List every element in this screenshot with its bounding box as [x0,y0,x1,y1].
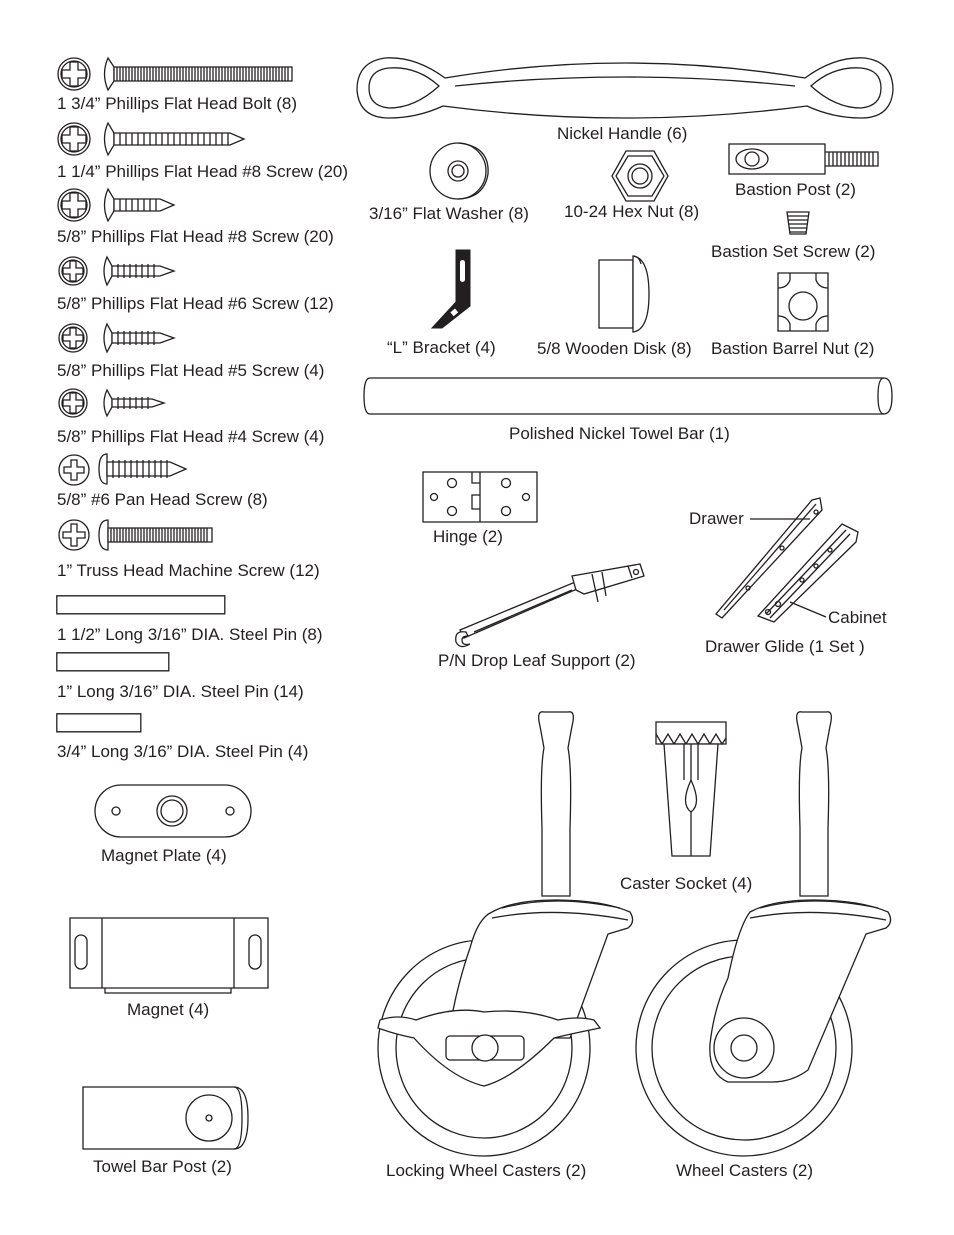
wood-screw-side-icon [100,388,170,418]
flat-washer-label: 3/16” Flat Washer (8) [369,204,529,223]
caster-socket-label: Caster Socket (4) [620,874,753,893]
pin-label: 1 1/2” Long 3/16” DIA. Steel Pin (8) [57,625,323,644]
wood-screw-side-icon [100,122,248,156]
truss-head-label: 1” Truss Head Machine Screw (12) [57,561,320,580]
pan-head-screw-side-icon [98,452,190,486]
truss-head-icon [57,518,91,552]
steel-pin-long [56,595,226,615]
towel-bar-post-label: Towel Bar Post (2) [93,1157,232,1176]
bolt-side-icon [100,57,296,91]
pan-head-icon [57,453,91,487]
magnet-drawing [69,917,269,995]
bastion-set-screw-drawing [783,210,813,236]
hinge-label: Hinge (2) [433,527,503,546]
screw-label: 5/8” Phillips Flat Head #8 Screw (20) [57,227,334,246]
nickel-handle-label: Nickel Handle (6) [557,124,688,143]
wood-screw-side-icon [100,323,180,353]
screw-label: 5/8” Phillips Flat Head #4 Screw (4) [57,427,325,446]
phillips-head-icon [57,255,89,287]
wood-screw-side-icon [100,188,180,222]
pin-label: 3/4” Long 3/16” DIA. Steel Pin (4) [57,742,309,761]
caster-socket-drawing [654,720,728,858]
pan-head-label: 5/8” #6 Pan Head Screw (8) [57,490,268,509]
bastion-post-label: Bastion Post (2) [735,180,856,199]
drawer-callout: Drawer [689,509,744,528]
towel-bar-post-drawing [82,1086,252,1152]
phillips-head-icon [56,187,92,223]
towel-bar-drawing [362,377,894,415]
locking-casters-label: Locking Wheel Casters (2) [386,1161,587,1180]
machine-screw-side-icon [98,518,216,552]
wooden-disk-drawing [597,252,651,336]
hex-nut-label: 10-24 Hex Nut (8) [564,202,700,221]
bastion-set-screw-label: Bastion Set Screw (2) [711,242,876,261]
phillips-head-icon [56,56,92,92]
l-bracket-drawing [430,248,476,330]
hinge-drawing [422,471,540,525]
steel-pin-short [56,713,142,733]
drop-leaf-support-label: P/N Drop Leaf Support (2) [438,651,636,670]
bastion-barrel-nut-drawing [777,272,829,332]
bastion-barrel-nut-label: Bastion Barrel Nut (2) [711,339,875,358]
bastion-post-drawing [728,142,882,176]
drawer-glide-drawing [712,496,862,626]
steel-pin-medium [56,652,170,672]
pin-label: 1” Long 3/16” DIA. Steel Pin (14) [57,682,304,701]
phillips-head-icon [56,121,92,157]
wooden-disk-label: 5/8 Wooden Disk (8) [537,339,692,358]
towel-bar-label: Polished Nickel Towel Bar (1) [509,424,730,443]
magnet-label: Magnet (4) [127,1000,210,1019]
l-bracket-label: “L” Bracket (4) [387,338,496,357]
screw-label: 5/8” Phillips Flat Head #5 Screw (4) [57,361,325,380]
locking-wheel-caster-drawing [374,708,636,1158]
magnet-plate-drawing [94,784,252,838]
hex-nut-drawing [610,149,670,203]
flat-washer-drawing [428,140,492,202]
phillips-head-icon [57,387,89,419]
bolt-label: 1 3/4” Phillips Flat Head Bolt (8) [57,94,297,113]
screw-label: 5/8” Phillips Flat Head #6 Screw (12) [57,294,334,313]
screw-label: 1 1/4” Phillips Flat Head #8 Screw (20) [57,162,349,181]
drawer-callout-line [750,516,812,522]
drop-leaf-support-drawing [452,560,648,650]
cabinet-callout-line [790,600,830,620]
drawer-glide-label: Drawer Glide (1 Set ) [705,637,865,656]
magnet-plate-label: Magnet Plate (4) [101,846,227,865]
wheel-casters-label: Wheel Casters (2) [676,1161,813,1180]
nickel-handle-drawing [355,52,895,126]
phillips-head-icon [57,322,89,354]
cabinet-callout: Cabinet [828,608,887,627]
wood-screw-side-icon [100,256,180,286]
wheel-caster-drawing [632,708,894,1158]
